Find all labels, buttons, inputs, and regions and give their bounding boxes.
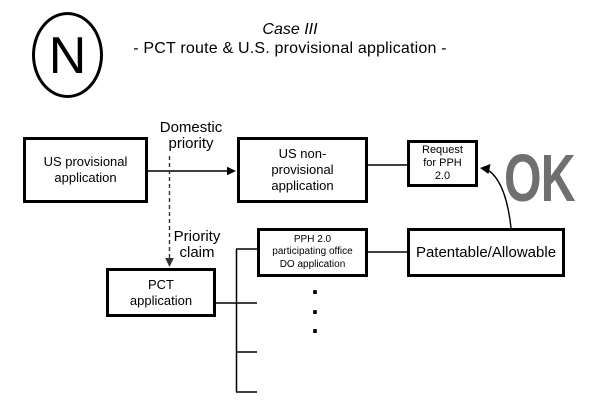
ellipsis-dot: .: [311, 289, 319, 320]
n-circle-logo: N: [32, 12, 103, 98]
node-request-for-pph: Request for PPH 2.0: [407, 140, 478, 187]
page-subtitle: - PCT route & U.S. provisional applicati…: [133, 40, 447, 57]
node-us-provisional-application: US provisional application: [23, 137, 148, 203]
logo-letter: N: [48, 27, 87, 85]
edge-label-domestic-priority: Domestic priority: [159, 119, 223, 152]
edge-label-priority-claim: Priority claim: [173, 228, 221, 261]
ellipsis-dots: . . .: [309, 270, 321, 339]
ellipsis-dot: .: [311, 270, 319, 300]
ok-annotation: OK: [504, 141, 576, 216]
arrowhead-down-icon: [165, 258, 174, 267]
node-pct-application: PCT application: [106, 268, 216, 317]
arrowhead-right-icon: [227, 166, 236, 176]
node-us-nonprovisional-application: US non- provisional application: [237, 137, 368, 203]
node-patentable-allowable: Patentable/Allowable: [407, 228, 565, 277]
page-title: Case III: [262, 21, 318, 38]
ellipsis-dot: .: [311, 309, 319, 339]
arrowhead-curve-icon: [480, 164, 491, 174]
edge-patentable-to-request-curve: [487, 169, 512, 229]
title-block: Case III - PCT route & U.S. provisional …: [100, 20, 480, 58]
node-pph-participating-office: PPH 2.0 participating office DO applicat…: [257, 228, 368, 277]
